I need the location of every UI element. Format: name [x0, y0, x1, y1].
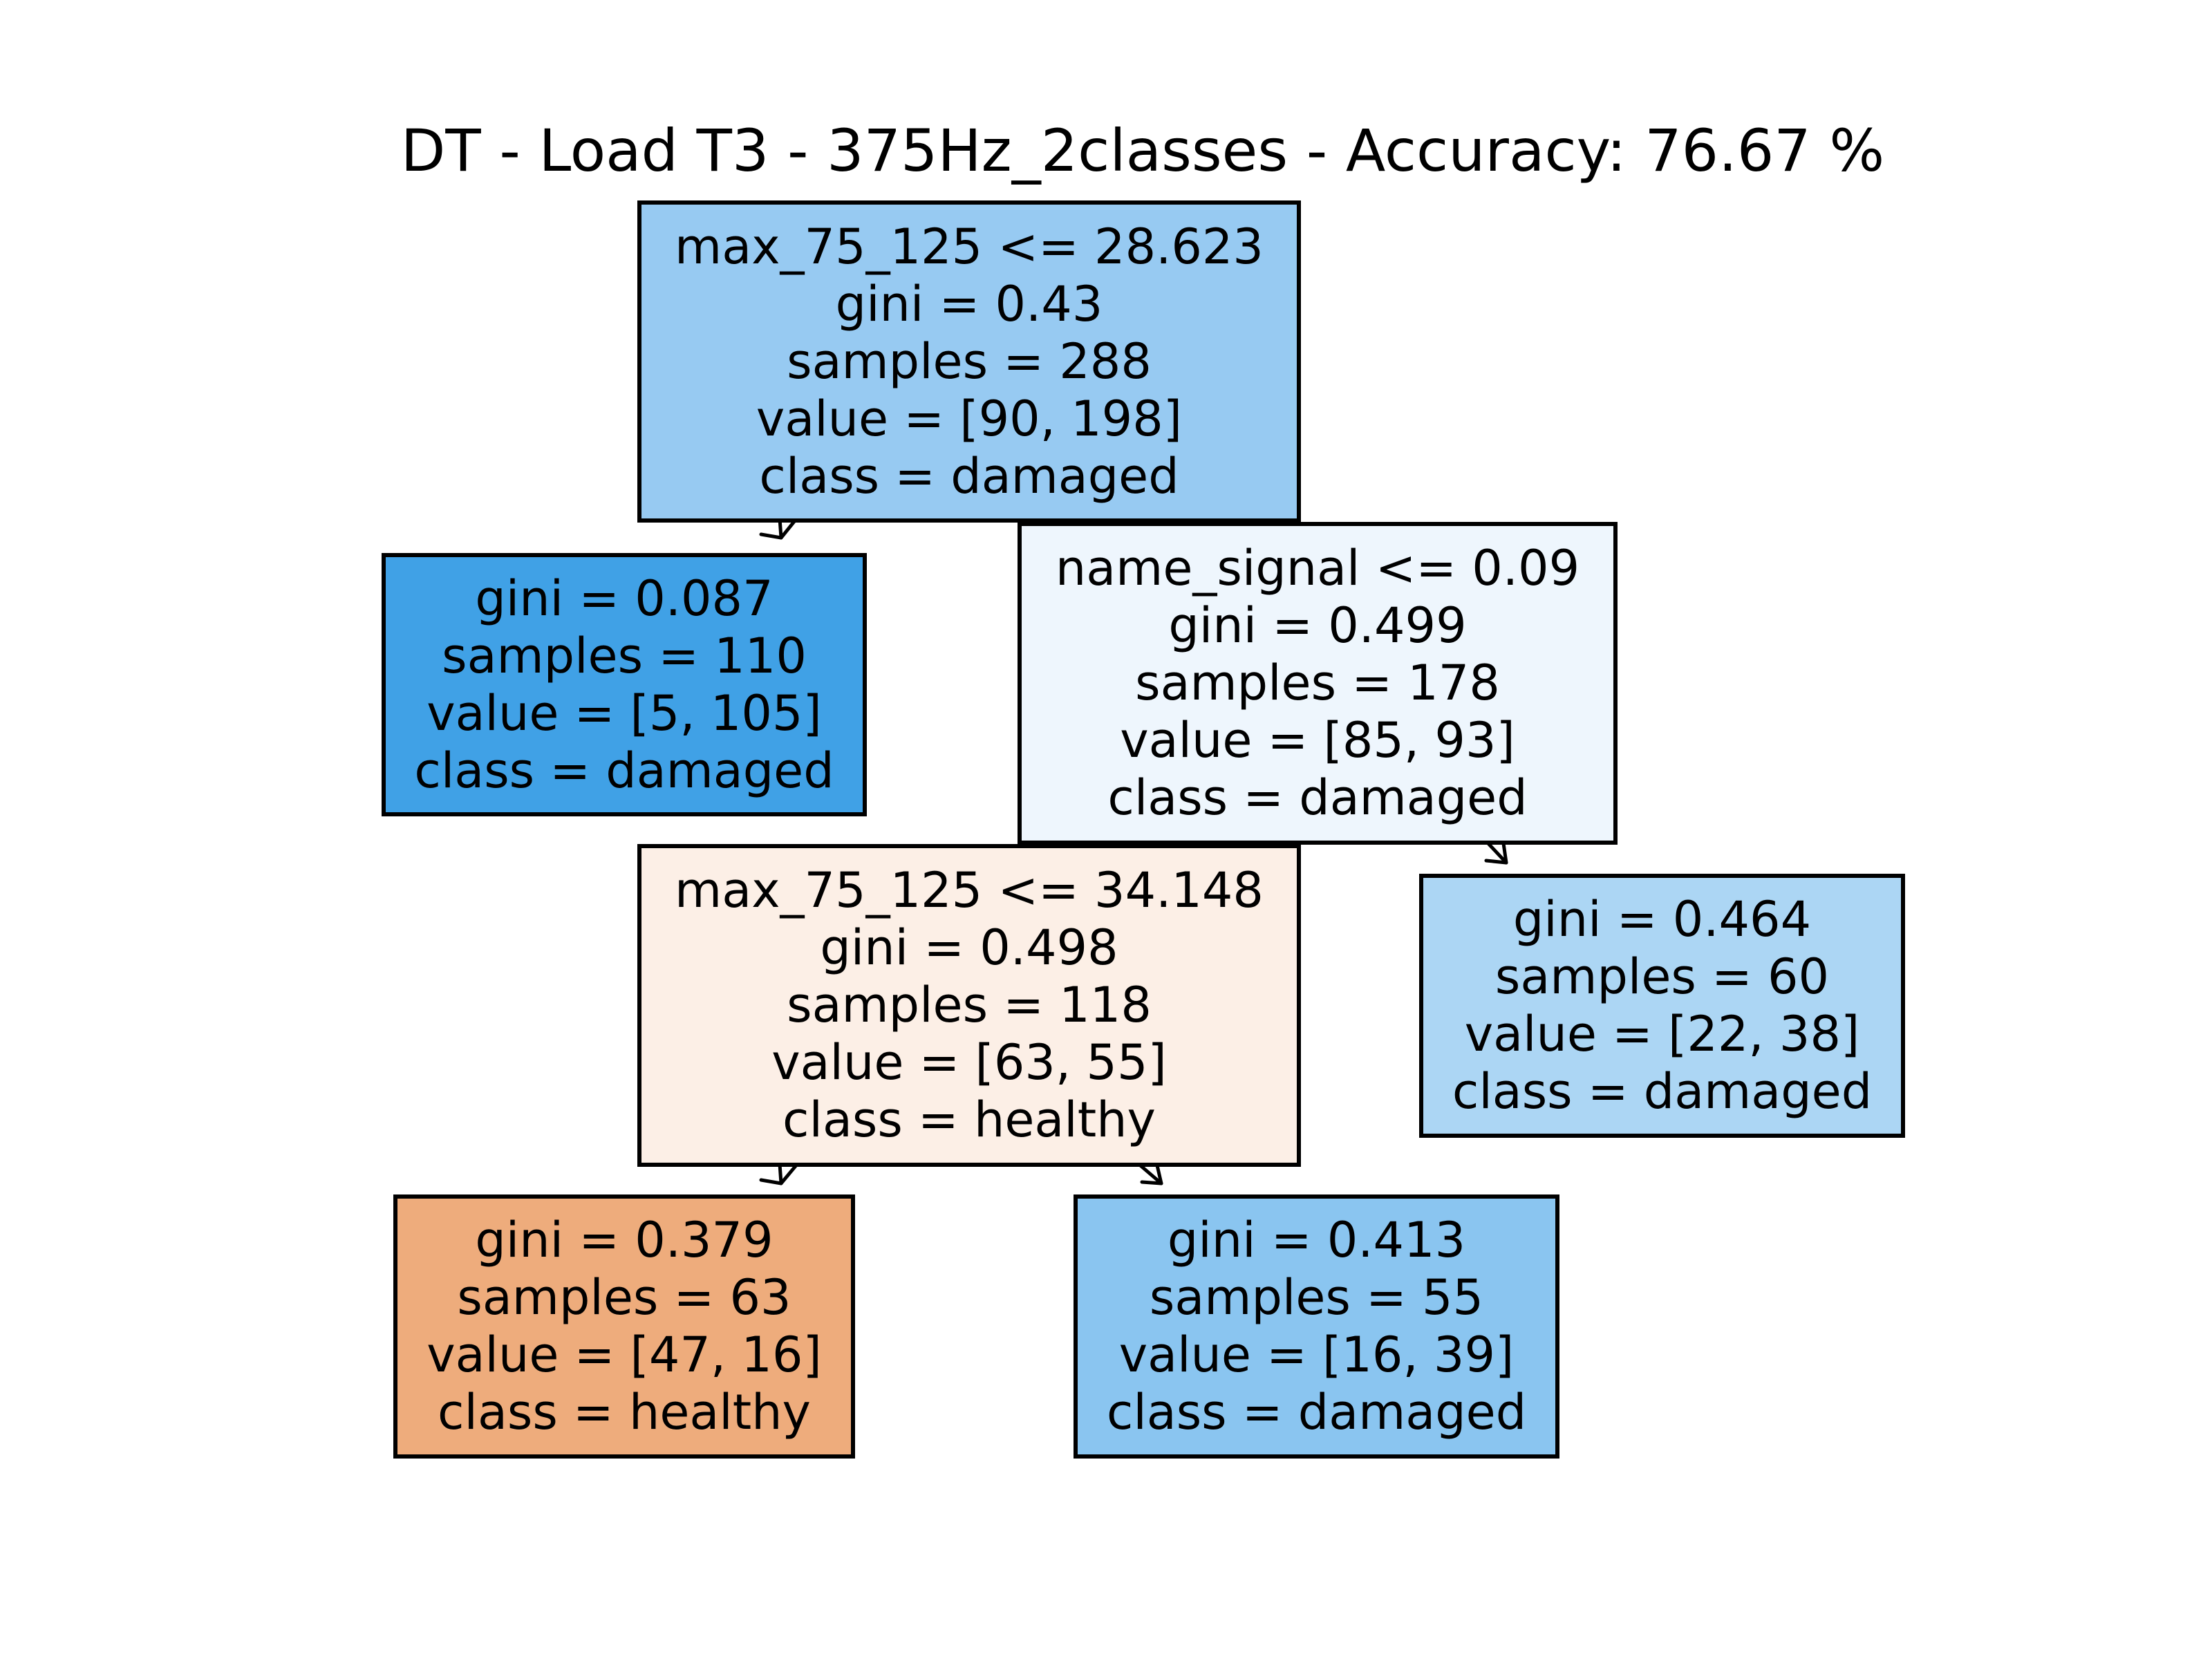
node-class: class = healthy	[782, 1091, 1156, 1148]
node-samples: samples = 55	[1149, 1269, 1484, 1326]
node-samples: samples = 118	[787, 977, 1152, 1033]
node-gini: gini = 0.413	[1167, 1212, 1466, 1268]
node-value: value = [90, 198]	[756, 390, 1183, 447]
node-gini: gini = 0.498	[820, 919, 1118, 976]
node-class: class = damaged	[414, 742, 834, 799]
edge-right-split-to-right-leaf-arrowhead	[1484, 841, 1508, 865]
node-condition: max_75_125 <= 34.148	[675, 862, 1264, 919]
node-left-leaf: gini = 0.087 samples = 110 value = [5, 1…	[382, 553, 867, 816]
node-class: class = healthy	[438, 1384, 811, 1441]
node-value: value = [85, 93]	[1120, 712, 1515, 769]
node-samples: samples = 63	[457, 1269, 791, 1326]
node-samples: samples = 178	[1135, 655, 1500, 711]
node-class: class = damaged	[1452, 1063, 1873, 1120]
edge-mid-split-to-bottom-right-leaf-arrowhead	[1140, 1163, 1163, 1185]
node-value: value = [5, 105]	[427, 684, 822, 742]
node-samples: samples = 110	[442, 627, 807, 684]
node-bottom-left-leaf: gini = 0.379 samples = 63 value = [47, 1…	[393, 1194, 855, 1459]
node-right-split: name_signal <= 0.09 gini = 0.499 samples…	[1018, 522, 1618, 845]
node-condition: name_signal <= 0.09	[1055, 540, 1580, 597]
node-value: value = [63, 55]	[771, 1034, 1167, 1091]
node-gini: gini = 0.464	[1512, 891, 1812, 948]
node-right-leaf: gini = 0.464 samples = 60 value = [22, 3…	[1419, 874, 1905, 1138]
edge-mid-split-to-bottom-left-leaf-arrowhead	[759, 1162, 783, 1185]
node-gini: gini = 0.087	[475, 570, 774, 627]
node-value: value = [16, 39]	[1118, 1327, 1515, 1383]
node-samples: samples = 288	[787, 332, 1152, 390]
node-mid-split: max_75_125 <= 34.148 gini = 0.498 sample…	[637, 844, 1301, 1167]
node-root: max_75_125 <= 28.623 gini = 0.43 samples…	[637, 200, 1301, 523]
node-condition: max_75_125 <= 28.623	[675, 218, 1264, 275]
node-class: class = damaged	[1107, 769, 1528, 826]
node-gini: gini = 0.43	[835, 275, 1103, 332]
node-gini: gini = 0.379	[475, 1212, 774, 1268]
figure-title: DT - Load T3 - 375Hz_2classes - Accuracy…	[400, 117, 1885, 185]
node-class: class = damaged	[1106, 1384, 1527, 1441]
node-value: value = [22, 38]	[1464, 1006, 1860, 1062]
node-class: class = damaged	[759, 447, 1179, 505]
node-bottom-right-leaf: gini = 0.413 samples = 55 value = [16, 3…	[1074, 1194, 1559, 1459]
node-value: value = [47, 16]	[427, 1327, 822, 1383]
edge-root-to-left-leaf-arrowhead	[759, 516, 783, 540]
node-samples: samples = 60	[1494, 948, 1830, 1005]
node-gini: gini = 0.499	[1168, 597, 1467, 654]
edge-right-split-to-right-leaf	[1484, 839, 1508, 865]
